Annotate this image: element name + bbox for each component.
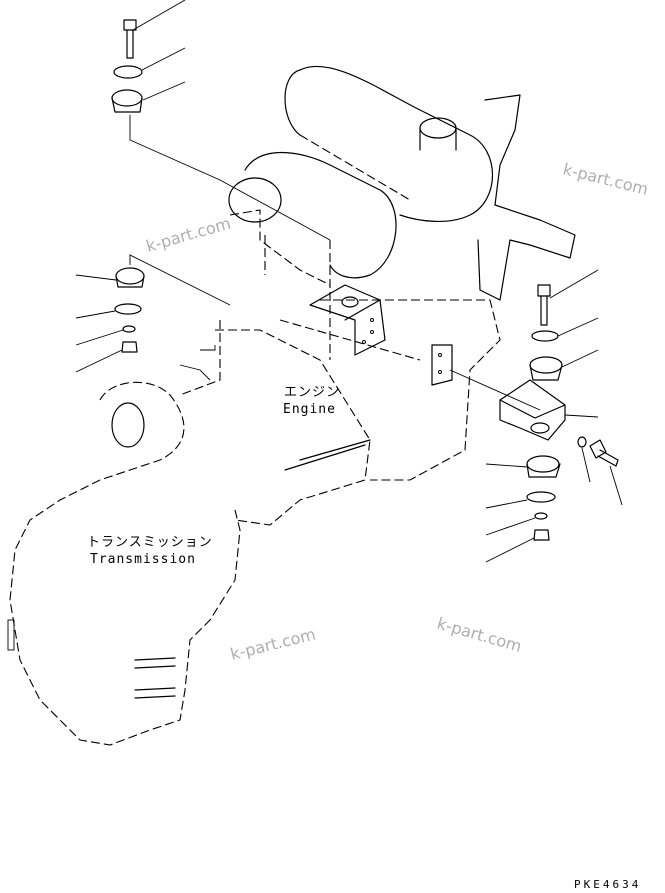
- watermark-1: k-part.com: [561, 159, 650, 199]
- lower-right-cushion: [485, 455, 561, 478]
- transmission-label-jp: トランスミッション: [87, 535, 213, 550]
- top-left-washer: [113, 47, 186, 79]
- transmission-label-en: Transmission: [90, 552, 196, 567]
- right-washer: [531, 317, 599, 342]
- right-cushion: [529, 349, 599, 381]
- mid-left-nut: [75, 341, 138, 373]
- engine-label-jp: エンジン: [284, 385, 340, 400]
- watermark-2: k-part.com: [144, 214, 233, 256]
- engine-label-en: Engine: [283, 402, 336, 417]
- engine-body: [179, 65, 576, 526]
- left-mount-bracket: [309, 284, 386, 356]
- mid-left-lockwasher: [75, 325, 136, 346]
- watermark-3: k-part.com: [228, 624, 317, 664]
- bracket-leader: [564, 414, 599, 418]
- side-lockwasher: [577, 436, 591, 483]
- lower-right-nut: [485, 529, 550, 563]
- right-alignment-line: [449, 369, 541, 411]
- right-bolt: [537, 269, 599, 326]
- top-left-bolt: [123, 0, 186, 59]
- transmission-body: [7, 381, 241, 746]
- drawing-code: PKE4634: [574, 878, 641, 891]
- mid-left-washer: [75, 303, 142, 319]
- lower-right-lockwasher: [485, 512, 548, 536]
- lower-right-washer: [485, 491, 556, 509]
- watermark-4: k-part.com: [435, 614, 524, 656]
- right-mount-bracket: [431, 344, 566, 441]
- top-left-cushion: [111, 81, 331, 241]
- side-bolt: [589, 439, 623, 506]
- mid-left-cushion: [75, 254, 231, 306]
